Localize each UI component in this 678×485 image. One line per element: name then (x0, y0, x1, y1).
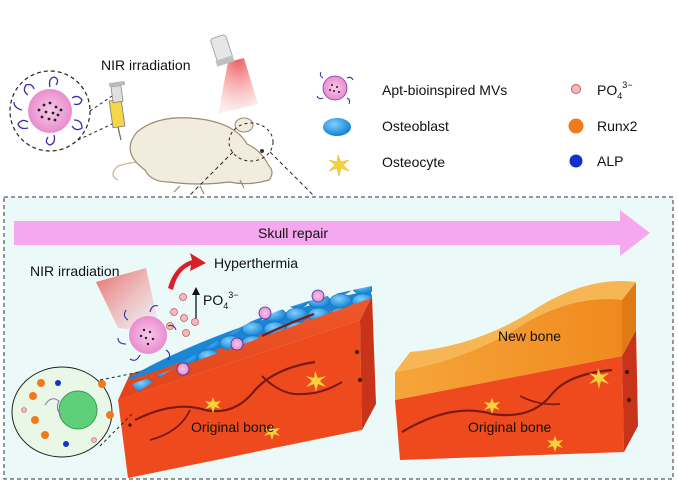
osteoblast-icon (323, 118, 351, 136)
legend-label-osteoblast: Osteoblast (382, 118, 449, 134)
skull-repair-label: Skull repair (258, 225, 328, 241)
panel-po4-main: PO (203, 292, 223, 308)
legend-po4-sub: 4 (617, 91, 622, 101)
nir-laser-icon (210, 34, 258, 114)
mv-particle (176, 362, 190, 376)
zoom-line-left (187, 151, 234, 198)
main-panel: Skull repair NIR irradiation Hyperthermi… (3, 196, 674, 480)
legend-po4-main: PO (597, 82, 617, 98)
syringe-icon (108, 80, 126, 141)
mv-zoom-circle (9, 70, 113, 152)
legend-label-alp: ALP (597, 153, 623, 169)
legend: Apt-bioinspired MVs Osteoblast Osteocyte… (316, 71, 638, 177)
skull-repair-arrow (14, 210, 650, 256)
left-original-bone-label: Original bone (191, 419, 274, 435)
large-mv-icon (117, 305, 177, 361)
panel-nir-beam (96, 268, 160, 332)
hyperthermia-label: Hyperthermia (214, 255, 298, 271)
legend-label-osteocyte: Osteocyte (382, 154, 445, 170)
panel-nir-label: NIR irradiation (30, 263, 119, 279)
panel-po4-label: PO43− (203, 290, 239, 311)
surface-vessel (261, 312, 315, 337)
top-nir-label: NIR irradiation (101, 57, 190, 73)
mv-particle (311, 289, 325, 303)
mv-particle (258, 306, 272, 320)
legend-label-runx2: Runx2 (597, 118, 638, 134)
panel-po4-sub: 4 (223, 301, 228, 311)
zoom-line-right (269, 151, 316, 198)
phosphate-icon (571, 84, 581, 94)
mouse-icon (112, 117, 274, 195)
runx2-icon (568, 118, 584, 134)
legend-label-mv: Apt-bioinspired MVs (382, 82, 507, 98)
cell-zoom (11, 366, 141, 458)
right-bone-block (395, 281, 638, 460)
mv-icon (316, 71, 354, 105)
mv-particle (230, 337, 244, 351)
phosphate-particles (166, 293, 199, 337)
osteoblast-layer (128, 286, 372, 392)
top-illustration: NIR irradiation (9, 34, 274, 195)
legend-label-phosphate: PO43− (597, 80, 633, 101)
alp-icon (569, 154, 583, 168)
right-original-bone-label: Original bone (468, 419, 551, 435)
panel-po4-sup: 3− (228, 290, 238, 300)
osteocyte-icon (328, 154, 350, 177)
po4-arrowhead (192, 287, 200, 295)
legend-po4-sup: 3− (622, 80, 632, 90)
mvs-on-bone (176, 289, 325, 376)
hyperthermia-arrow-icon (168, 253, 206, 290)
new-bone-label: New bone (498, 328, 561, 344)
